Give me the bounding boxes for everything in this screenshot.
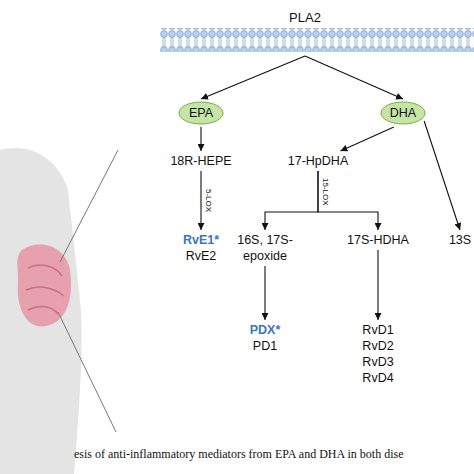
intermediate-node: 17S-HDHA (333, 232, 423, 248)
node-text: RvE1* (171, 232, 231, 248)
node-text: PDX* (235, 322, 295, 338)
intermediate-node: 13S (446, 232, 474, 248)
node-text: 16S, 17S-epoxide (222, 232, 308, 264)
leader-line (60, 150, 118, 262)
flow-arrow (200, 171, 201, 230)
body-silhouette (0, 148, 82, 474)
enzyme-label: 5-LOX (204, 189, 213, 212)
figure-caption: esis of anti-inflammatory mediators from… (74, 447, 404, 462)
ellipse-shape (179, 102, 223, 124)
mediator-node: RvD1RvD2RvD3RvD4 (348, 322, 408, 386)
flow-arrow (341, 127, 394, 151)
node-text: RvD3 (348, 354, 408, 370)
flow-arrow (305, 56, 403, 99)
node-text: PLA2 (285, 10, 325, 26)
node-text: RvD2 (348, 338, 408, 354)
flow-arrow (318, 171, 378, 230)
mediator-node: RvE1*RvE2 (171, 232, 231, 264)
ellipse-shape (381, 102, 425, 124)
intestine-folds (26, 265, 64, 314)
flow-arrow (265, 171, 318, 230)
node-text: 18R-HEPE (156, 153, 246, 169)
flow-arrow (200, 127, 201, 151)
intermediate-node: 18R-HEPE (156, 153, 246, 169)
node-text: RvE2 (171, 248, 231, 264)
flow-arrow (424, 121, 460, 230)
node-text: 13S (446, 232, 474, 248)
node-text: RvD1 (348, 322, 408, 338)
membrane-band: PLA2 (160, 6, 474, 54)
node-text: 17-HpDHA (273, 153, 363, 169)
enzyme-label: 15-LOX (321, 178, 330, 206)
node-text: PD1 (235, 338, 295, 354)
node-text: DHA (380, 101, 426, 125)
flow-arrow (201, 56, 305, 99)
leader-line (58, 312, 116, 432)
node-text: 17S-HDHA (333, 232, 423, 248)
flow-arrow (264, 266, 265, 320)
fatty-acid-ellipse: EPA (178, 101, 224, 125)
intermediate-node: 17-HpDHA (273, 153, 363, 169)
node-text: RvD4 (348, 370, 408, 386)
intermediate-node: 16S, 17S-epoxide (222, 232, 308, 264)
node-text: EPA (178, 101, 224, 125)
mediator-node: PDX*PD1 (235, 322, 295, 354)
flow-arrow (377, 250, 378, 320)
fatty-acid-ellipse: DHA (380, 101, 426, 125)
lipid-bilayer (160, 28, 474, 52)
